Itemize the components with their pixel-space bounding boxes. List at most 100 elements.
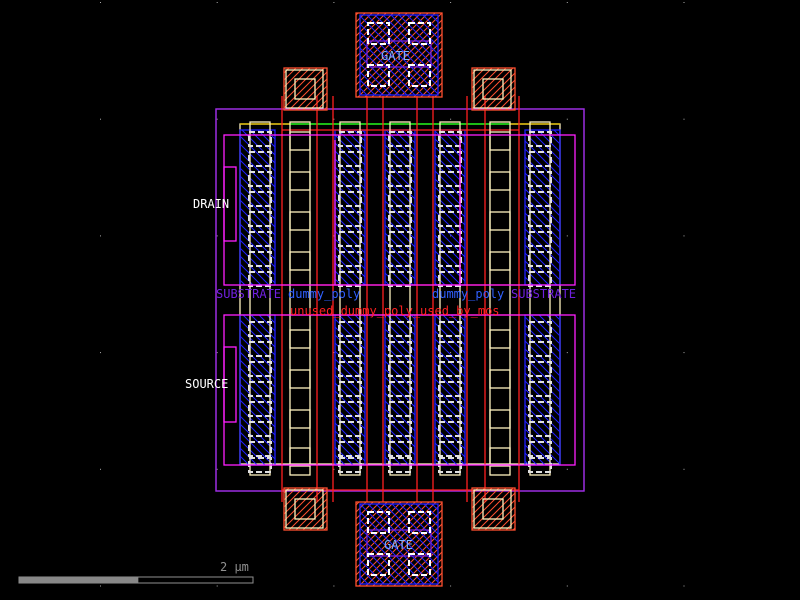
contact <box>388 381 412 397</box>
contact <box>289 409 311 429</box>
nwell-region <box>215 108 585 492</box>
grid-dot <box>216 235 218 237</box>
contact <box>248 131 272 147</box>
poly-contact <box>294 78 316 100</box>
grid-dot <box>333 352 335 354</box>
contact <box>289 171 311 191</box>
grid-dot <box>450 118 452 120</box>
grid-dot <box>216 2 218 3</box>
gate-pad-top-pin <box>366 40 432 68</box>
grid-dot <box>566 2 568 3</box>
contact <box>289 211 311 231</box>
contact <box>489 251 511 271</box>
contact <box>388 191 412 207</box>
grid-dot <box>566 468 568 470</box>
grid-dot <box>566 235 568 237</box>
contact <box>248 361 272 377</box>
gate-pad-top-metal <box>359 14 439 96</box>
contact <box>248 441 272 457</box>
contact <box>528 341 552 357</box>
contact <box>489 447 511 467</box>
contact <box>528 151 552 167</box>
contact <box>248 151 272 167</box>
contact <box>438 341 462 357</box>
grid-dot <box>333 235 335 237</box>
source-pin <box>223 346 237 423</box>
poly-contact-pad-inner <box>285 69 324 109</box>
grid-dot <box>683 585 685 587</box>
poly-contact-pad <box>471 487 516 531</box>
contact <box>438 211 462 227</box>
contact <box>289 251 311 271</box>
contact <box>388 421 412 437</box>
contact <box>528 421 552 437</box>
contact <box>338 131 362 147</box>
gate-pad-bottom-pin <box>366 529 432 557</box>
metal1-strip <box>524 129 561 286</box>
scale-bar: 2 µm <box>18 560 254 584</box>
contact <box>528 131 552 147</box>
contact <box>338 251 362 267</box>
contact <box>248 401 272 417</box>
contact <box>528 441 552 457</box>
grid-dot <box>450 2 452 3</box>
layout-geometry <box>215 12 585 587</box>
contact <box>388 131 412 147</box>
contact <box>388 321 412 337</box>
grid-dot <box>216 352 218 354</box>
grid-dot <box>683 118 685 120</box>
grid-dot <box>100 118 101 120</box>
poly-contact-pad-inner <box>473 489 512 529</box>
gate-label-bottom: GATE <box>384 538 413 552</box>
contact <box>528 211 552 227</box>
diffusion-finger <box>439 121 461 476</box>
gate-contact <box>367 64 390 87</box>
contact <box>289 329 311 349</box>
poly-contact-pad <box>283 487 328 531</box>
contact <box>489 131 511 151</box>
gate-contact <box>367 553 390 576</box>
contact <box>438 361 462 377</box>
contact <box>528 271 552 287</box>
grid-dot <box>566 118 568 120</box>
grid-dot <box>450 585 452 587</box>
contact <box>338 271 362 287</box>
grid-dot <box>566 352 568 354</box>
contact <box>388 341 412 357</box>
grid-dot <box>333 118 335 120</box>
scale-bar-fill <box>19 577 139 583</box>
metal1-strip <box>239 314 276 466</box>
contact <box>248 341 272 357</box>
dummy-poly-label-2: dummy_poly <box>432 287 504 301</box>
poly-contact-pad <box>471 67 516 111</box>
dummy-poly-label-1: dummy_poly <box>288 287 360 301</box>
contact <box>289 369 311 389</box>
contact <box>528 361 552 377</box>
grid-dots <box>100 2 685 587</box>
unused-poly-label: unused_dummy_poly_used_by_mos <box>290 304 500 318</box>
contact <box>338 341 362 357</box>
grid-dot <box>100 468 101 470</box>
contact <box>489 211 511 231</box>
diffusion-finger <box>249 121 271 476</box>
contact <box>248 421 272 437</box>
grid-dot <box>683 352 685 354</box>
contact <box>438 191 462 207</box>
contact <box>528 401 552 417</box>
source-label: SOURCE <box>185 377 228 391</box>
grid-dot <box>683 2 685 3</box>
contact <box>338 191 362 207</box>
grid-dot <box>216 585 218 587</box>
contact <box>338 321 362 337</box>
contact <box>338 421 362 437</box>
contact <box>248 321 272 337</box>
grid-dot <box>450 468 452 470</box>
contact <box>528 381 552 397</box>
contact <box>438 381 462 397</box>
contact <box>338 171 362 187</box>
contact <box>248 191 272 207</box>
drain-label: DRAIN <box>193 197 229 211</box>
contact <box>388 361 412 377</box>
